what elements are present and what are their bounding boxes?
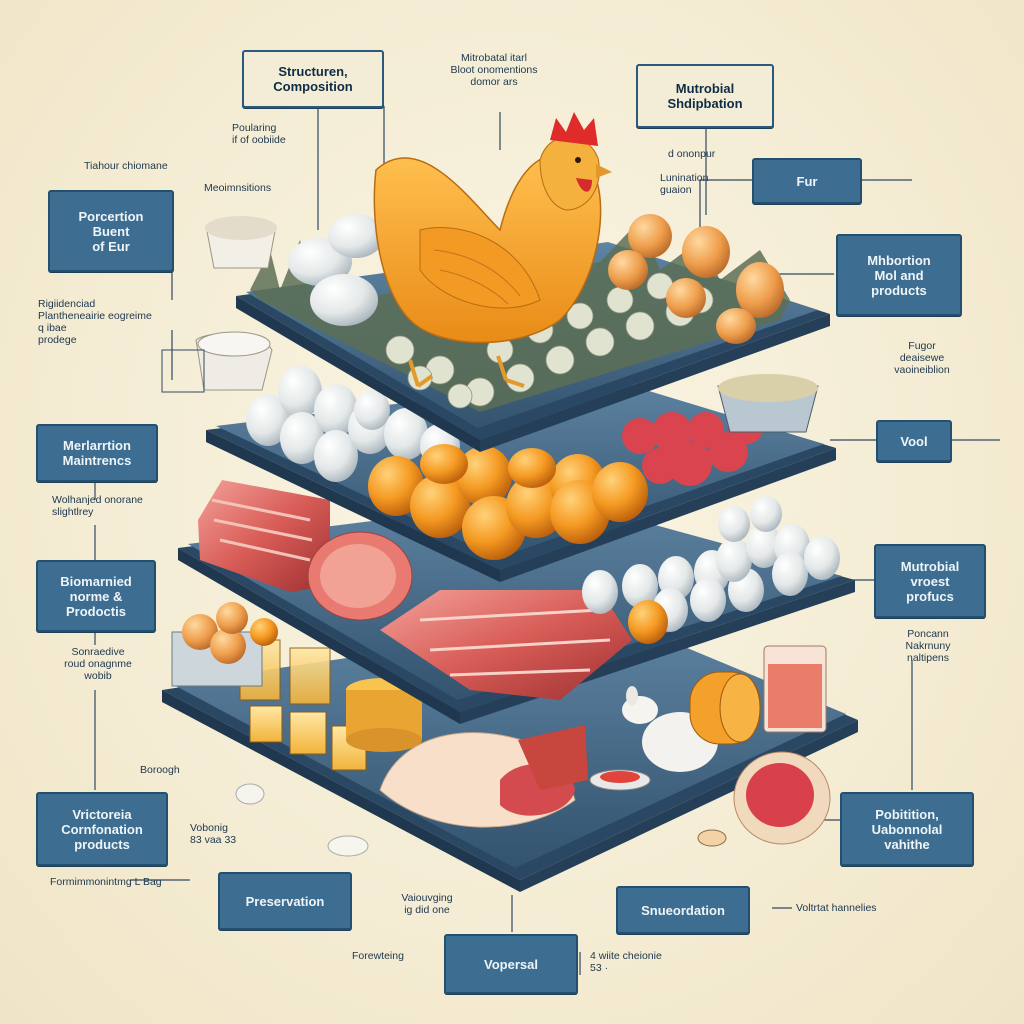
third-tray-items bbox=[198, 480, 840, 700]
microbial-distribution-box: Mutrobial Shdipbation bbox=[636, 64, 774, 128]
tiahour-note: Tiahour chiomane bbox=[84, 160, 168, 172]
microbial-products-box: Mutrobial vroest profucs bbox=[874, 544, 986, 618]
egg-crate bbox=[171, 602, 278, 687]
vool-box: Vool bbox=[876, 420, 952, 462]
poncanin-note: Poncann Nakrnuny naltipens bbox=[905, 628, 951, 664]
formimmeing-note: Formimmonintmg L Bag bbox=[50, 876, 162, 888]
porcelain-box: Porcertion Buent of Eur bbox=[48, 190, 174, 272]
sonraedive-note: Sonraedive roud onagnme wobib bbox=[64, 646, 132, 682]
foreiveteing-note: Forewteing bbox=[352, 950, 404, 962]
hen bbox=[373, 112, 612, 388]
bottom-tray-items bbox=[235, 639, 831, 857]
waite-note: 4 wiite cheionie 53 · bbox=[590, 950, 662, 974]
rigidenced-note: Rigiidenciad Plantheneairie eogreime q i… bbox=[38, 298, 152, 346]
biomedical-box: Biomarnied norme & Prodoctis bbox=[36, 560, 156, 632]
sneuerdation-box: Snueordation bbox=[616, 886, 750, 934]
metabolism-box: Merlarrtion Maintrencs bbox=[36, 424, 158, 482]
fur-box: Fur bbox=[752, 158, 862, 204]
fugor-note: Fugor deaisewe vaoineiblion bbox=[894, 340, 950, 376]
left-bowls bbox=[161, 216, 277, 393]
mhorption-box: Mhbortion Mol and products bbox=[836, 234, 962, 316]
victoria-box: Vrictoreia Cornfonation products bbox=[36, 792, 168, 866]
lunination-note: Lunination guaion bbox=[660, 172, 709, 196]
borooph-note: Boroogh bbox=[140, 764, 180, 776]
polarization-box: Pobitition, Uabonnolal vahithe bbox=[840, 792, 974, 866]
doppnem-note: d ononpur bbox=[668, 148, 716, 160]
volartat-note: Voltrtat hannelies bbox=[796, 902, 877, 914]
microbial-small-note: Mitrobatal itarl Bloot onomentions domor… bbox=[450, 52, 538, 88]
structure-composition-box: Structuren, Composition bbox=[242, 50, 384, 108]
vobeeig-note: Vobonig 83 vaa 33 bbox=[190, 822, 237, 846]
moustrations-note: Meoimnsitions bbox=[204, 182, 272, 194]
vanovging-note: Vaiouvging ig did one bbox=[401, 892, 453, 916]
vopereal-box: Vopersal bbox=[444, 934, 578, 994]
poularing-note: Poularing if of oobiide bbox=[232, 122, 286, 146]
preservation-box: Preservation bbox=[218, 872, 352, 930]
second-tray-items bbox=[246, 366, 819, 560]
volhanjed-note: Wolhanjed onorane slightlrey bbox=[52, 494, 143, 518]
